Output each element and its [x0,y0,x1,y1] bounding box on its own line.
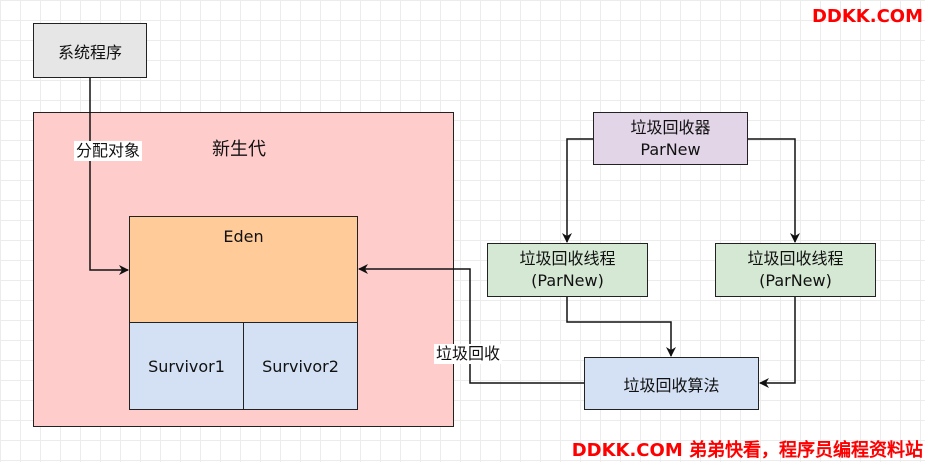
gc-thread-left-sub: (ParNew) [531,271,604,290]
eden-label: Eden [223,227,264,246]
gc-to-eden-arrow [358,264,584,384]
survivor2-space: Survivor2 [243,322,358,410]
allocate-object-label: 分配对象 [74,141,143,161]
gc-algorithm-node: 垃圾回收算法 [584,357,759,410]
watermark-bottom: DDKK.COM 弟弟快看，程序员编程资料站 [571,440,923,461]
gc-thread-left-label: 垃圾回收线程 [519,249,616,268]
young-generation-label: 新生代 [212,139,266,160]
system-program-label: 系统程序 [57,42,122,62]
gc-collector-sub: ParNew [640,139,701,159]
gc-thread-right-sub: (ParNew) [759,271,832,290]
gc-thread-right-label: 垃圾回收线程 [747,249,844,268]
gc-collector-node: 垃圾回收器 ParNew [593,112,748,165]
gc-algorithm-label: 垃圾回收算法 [623,375,720,395]
watermark-top: DDKK.COM [811,6,923,27]
collector-to-right-thread-arrow [748,138,800,243]
survivor1-label: Survivor1 [148,356,225,376]
gc-edge-label: 垃圾回收 [434,344,503,364]
left-thread-to-algorithm-arrow [566,297,676,357]
eden-space: Eden [129,216,358,323]
system-program-node: 系统程序 [33,23,147,78]
collector-to-left-thread-arrow [562,138,593,243]
gc-collector-label: 垃圾回收器 [630,117,711,137]
gc-thread-right-node: 垃圾回收线程 (ParNew) [715,243,876,297]
right-thread-to-algorithm-arrow [759,297,796,388]
allocate-arrow [89,78,129,275]
survivor2-label: Survivor2 [262,356,339,376]
survivor1-space: Survivor1 [129,322,244,410]
gc-thread-left-node: 垃圾回收线程 (ParNew) [487,243,648,297]
